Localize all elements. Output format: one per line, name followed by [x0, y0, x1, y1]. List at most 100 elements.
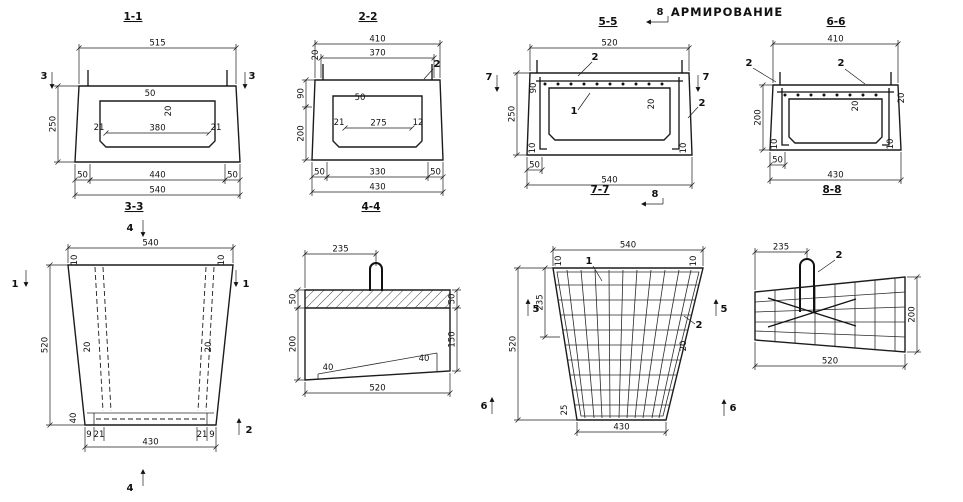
cut-arrows	[23, 16, 727, 486]
dim-label: 520	[369, 384, 385, 394]
dim-label: 520	[601, 39, 617, 49]
dim-label: 40	[419, 354, 430, 364]
dim-label: 20	[679, 341, 689, 352]
dim-label: 200	[754, 109, 764, 125]
dim-label: 520	[41, 337, 51, 353]
dim-label: 275	[370, 119, 386, 129]
dim-label: 21	[94, 430, 105, 440]
dim-label: 21	[211, 123, 222, 133]
dim-label: 200	[289, 336, 299, 352]
dim-label: 10	[679, 143, 689, 154]
dim-label: 40	[323, 363, 334, 373]
dim-label: 20	[164, 106, 174, 117]
cut-marker: 4	[127, 223, 134, 234]
cut-marker: 1	[12, 279, 19, 290]
dim-label: 540	[149, 186, 165, 196]
dim-label: 250	[49, 116, 59, 132]
cut-marker: 1	[243, 279, 250, 290]
dim-label: 2	[434, 59, 441, 70]
dim-label: 90	[297, 88, 307, 99]
cut-marker: 7	[703, 72, 710, 83]
dim-label: 235	[536, 294, 546, 310]
dim-label: 50	[355, 93, 366, 103]
drawing-header: АРМИРОВАНИЕ	[671, 5, 783, 19]
dim-label: 440	[149, 171, 165, 181]
dim-label: 50	[772, 156, 783, 166]
dim-label: 200	[908, 306, 918, 322]
dim-label: 200	[297, 125, 307, 141]
dim-label: 430	[827, 171, 843, 181]
dim-label: 9	[209, 430, 214, 440]
dim-label: 50	[227, 171, 238, 181]
dim-label: 20	[204, 342, 214, 353]
dim-label: 50	[289, 294, 299, 305]
dim-label: 235	[332, 245, 348, 255]
dim-label: 370	[369, 49, 385, 59]
dim-label: 50	[314, 168, 325, 178]
section-8-8: 8-8 235 520 200 2	[752, 184, 921, 370]
dim-label: 430	[142, 438, 158, 448]
dim-label: 90	[529, 83, 539, 94]
lifting-loop	[369, 262, 383, 291]
dim-label: 25	[560, 405, 570, 416]
hatched-slab	[305, 290, 450, 308]
dim-label: 540	[142, 239, 158, 249]
dim-label: 50	[529, 161, 540, 171]
cut-marker: 6	[481, 401, 488, 412]
dim-label: 2	[592, 52, 599, 63]
dim-label: 10	[217, 255, 227, 266]
cut-marker: 2	[246, 425, 253, 436]
dim-label: 12	[413, 118, 424, 128]
dim-label: 20	[83, 342, 93, 353]
cut-marker: 8	[657, 7, 664, 18]
dim-label: 540	[620, 241, 636, 251]
cut-marker: 5	[721, 304, 728, 315]
dim-label: 515	[149, 39, 165, 49]
cut-marker: 7	[486, 72, 493, 83]
section-title: 8-8	[823, 184, 842, 196]
dim-label: 10	[770, 139, 780, 150]
dim-label: 20	[647, 99, 657, 110]
dim-label: 20	[897, 93, 907, 104]
dim-label: 520	[822, 357, 838, 367]
dim-label: 430	[369, 183, 385, 193]
dim-label: 10	[689, 256, 699, 267]
dim-label: 50	[77, 171, 88, 181]
dim-label: 235	[773, 243, 789, 253]
section-title: 6-6	[827, 16, 846, 28]
dim-label: 21	[197, 430, 208, 440]
dim-label: 540	[601, 176, 617, 186]
dim-label: 10	[886, 139, 896, 150]
dim-label: 50	[448, 294, 458, 305]
dim-label: 10	[70, 255, 80, 266]
dim-label: 50	[145, 89, 156, 99]
dim-label: 380	[149, 124, 165, 134]
section-title: 3-3	[125, 201, 144, 213]
section-title: 2-2	[359, 11, 378, 23]
dim-label: 250	[508, 106, 518, 122]
dim-label: 2	[696, 320, 703, 331]
section-1-1: 1-1 515 50 440 50 540 380 250 21 21 50 20	[49, 11, 243, 199]
dim-label: 10	[554, 256, 564, 267]
dim-label: 1	[571, 106, 578, 117]
section-title: 1-1	[124, 11, 143, 23]
lifting-loop-plan	[799, 258, 815, 312]
dim-label: 2	[836, 250, 843, 261]
dim-label: 520	[509, 336, 519, 352]
dim-label: 1	[586, 256, 593, 267]
section-title: 5-5	[599, 16, 618, 28]
dim-label: 2	[746, 58, 753, 69]
dim-label: 430	[613, 423, 629, 433]
dim-label: 21	[334, 118, 345, 128]
cut-marker: 5	[533, 304, 540, 315]
dim-label: 21	[94, 123, 105, 133]
cut-marker: 3	[41, 71, 48, 82]
dim-label: 410	[827, 35, 843, 45]
section-title: 4-4	[362, 201, 381, 213]
cut-marker: 4	[127, 483, 134, 494]
